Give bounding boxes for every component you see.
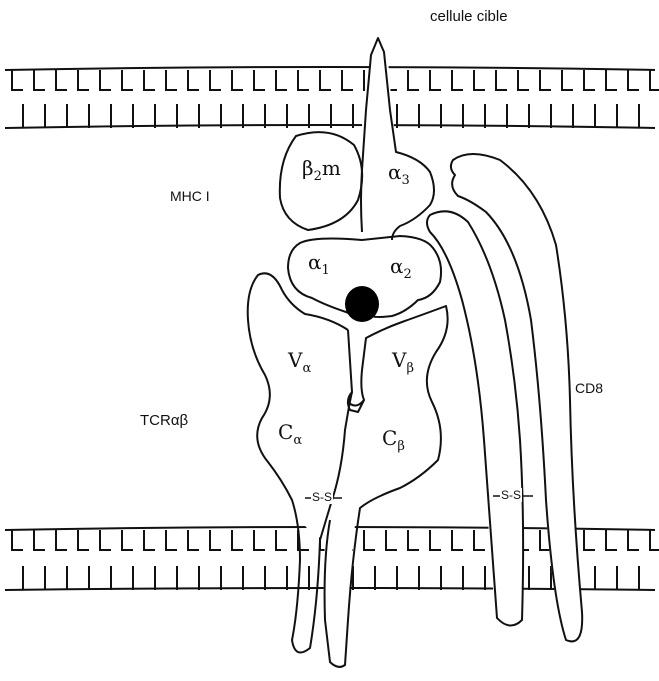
v-alpha-label: Vα bbox=[288, 348, 311, 376]
peptide-antigen bbox=[345, 286, 379, 322]
mhc-label: MHC I bbox=[170, 188, 210, 204]
target-cell-membrane bbox=[5, 67, 659, 128]
cd8-label: CD8 bbox=[575, 380, 603, 396]
c-alpha-label: Cα bbox=[278, 420, 302, 448]
target-cell-label: cellule cible bbox=[430, 8, 508, 25]
beta2m-label: β2m bbox=[302, 156, 341, 184]
v-beta-label: Vβ bbox=[392, 348, 414, 376]
disulfide-label-tcr: S-S bbox=[311, 490, 333, 504]
c-beta-label: Cβ bbox=[382, 426, 405, 454]
disulfide-label-cd8: S-S bbox=[500, 488, 522, 502]
alpha1-label: α1 bbox=[308, 250, 330, 278]
alpha3-label: α3 bbox=[388, 160, 410, 188]
alpha2-label: α2 bbox=[390, 254, 412, 282]
tcr-label: TCRαβ bbox=[140, 412, 188, 429]
